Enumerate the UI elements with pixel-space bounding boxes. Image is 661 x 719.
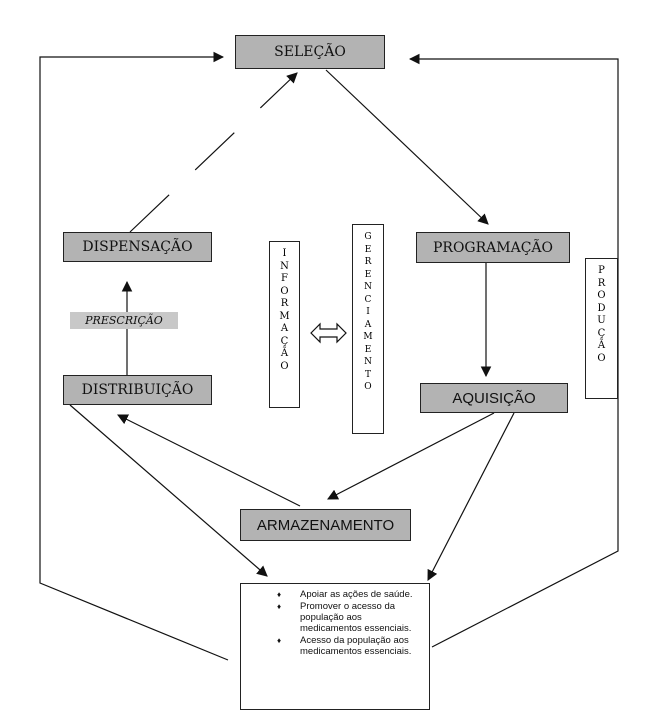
goals-list: ♦ Apoiar as ações de saúde. ♦ Promover o ac… xyxy=(271,589,421,657)
gerenciamento-letter: G xyxy=(364,232,372,242)
gerenciamento-letter: R xyxy=(364,257,372,267)
node-programacao-label: PROGRAMAÇÃO xyxy=(432,239,554,256)
node-selecao-label: SELEÇÃO xyxy=(274,44,346,60)
node-armazenamento-label: ARMAZENAMENTO xyxy=(256,516,395,534)
gerenciamento-letter: M xyxy=(363,332,373,342)
informacao-letter: Ã xyxy=(280,348,289,359)
informacao-letter: O xyxy=(280,285,289,297)
goal-text: Acesso da população aos medicamentos ess… xyxy=(300,635,412,657)
node-aquisicao: AQUISIÇÃO xyxy=(420,383,568,413)
informacao-letter: Ç xyxy=(280,335,289,347)
gerenciamento-letter: E xyxy=(364,269,372,280)
goals-box: ♦ Apoiar as ações de saúde. ♦ Promover o ac… xyxy=(240,583,430,710)
producao-letter: D xyxy=(597,302,606,314)
goal-item: ♦ Apoiar as ações de saúde. xyxy=(271,589,421,600)
informacao-letter: F xyxy=(281,273,288,284)
producao-letter: O xyxy=(597,290,606,301)
node-selecao: SELEÇÃO xyxy=(235,35,385,69)
gerenciamento-letter: E xyxy=(364,244,372,255)
diamond-bullet-icon: ♦ xyxy=(277,590,282,599)
producao-letter: R xyxy=(597,277,606,289)
arrow-armazenamento-distribuicao xyxy=(117,414,301,507)
goal-text: Promover o acesso da população aos medic… xyxy=(300,601,412,634)
node-dispensacao: DISPENSAÇÃO xyxy=(63,232,212,262)
arrow-dispensacao-selecao xyxy=(129,72,298,233)
arrow-aquisicao-goals xyxy=(427,412,515,581)
gerenciamento-letter: E xyxy=(364,344,372,355)
informacao-letter: O xyxy=(280,360,289,372)
producao-letter: U xyxy=(597,315,606,326)
informacao-letter: N xyxy=(280,260,289,272)
producao-letter: O xyxy=(597,352,606,364)
node-aquisicao-label: AQUISIÇÃO xyxy=(452,389,536,407)
prescricao-label: PRESCRIÇÃO xyxy=(70,312,178,329)
node-distribuicao: DISTRIBUIÇÃO xyxy=(63,375,212,405)
producao-letter: Ã xyxy=(597,340,606,351)
gerenciamento-letter: N xyxy=(364,357,372,367)
informacao-letter: R xyxy=(280,298,289,309)
gerenciamento-letter: C xyxy=(364,294,372,305)
gerenciamento-letter: N xyxy=(364,282,372,292)
arrow-selecao-programacao xyxy=(325,69,489,225)
arrow-distribuicao-goals xyxy=(69,404,268,577)
goal-text: Apoiar as ações de saúde. xyxy=(300,589,413,600)
producao-letter: P xyxy=(598,265,605,276)
double-arrow-icon xyxy=(310,322,347,344)
producao-letter: Ç xyxy=(597,327,606,339)
gerenciamento-letter: O xyxy=(364,382,372,392)
informacao-letter: M xyxy=(279,310,290,322)
gerenciamento-letter: T xyxy=(364,369,371,380)
arrow-left-loop xyxy=(39,51,229,661)
informacao-letter: I xyxy=(282,248,287,259)
node-programacao: PROGRAMAÇÃO xyxy=(416,232,570,263)
node-distribuicao-label: DISTRIBUIÇÃO xyxy=(81,382,194,398)
node-dispensacao-label: DISPENSAÇÃO xyxy=(82,239,193,255)
arrow-right-loop xyxy=(408,53,619,648)
diamond-bullet-icon: ♦ xyxy=(277,602,282,611)
gerenciamento-letter: I xyxy=(366,307,370,317)
goal-item: ♦ Acesso da população aos medicamentos es… xyxy=(271,635,421,657)
node-armazenamento: ARMAZENAMENTO xyxy=(240,509,411,541)
goal-item: ♦ Promover o acesso da população aos medi… xyxy=(271,601,421,634)
arrow-aquisicao-armazenamento xyxy=(327,412,495,500)
diamond-bullet-icon: ♦ xyxy=(277,636,282,645)
informacao-letter: A xyxy=(280,323,289,334)
gerenciamento-letter: A xyxy=(364,319,372,330)
